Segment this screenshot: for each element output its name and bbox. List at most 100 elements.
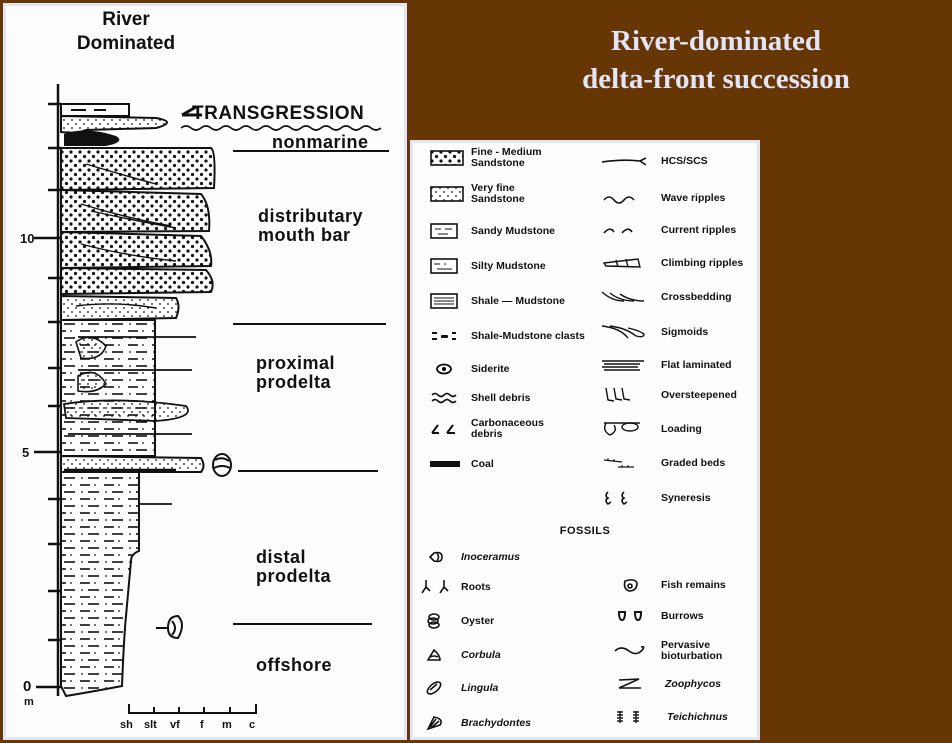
legend-sigmoids: Sigmoids [599,324,708,340]
legend-current-ripples: Current ripples [599,222,736,238]
grain-size-f: f [200,719,204,731]
syneresis-icon [599,490,647,506]
legend-label: Wave ripples [661,191,726,204]
silty-mudstone-icon [429,258,465,274]
grain-size-c: c [249,719,256,731]
legend-teichichnus: Teichichnus [609,709,728,725]
legend-sandy-mudstone: Sandy Mudstone [429,223,555,239]
legend-label: Climbing ripples [661,256,744,269]
fish-remains-icon [609,577,653,593]
legend-shell-debris: Shell debris [429,390,531,406]
legend-shale-mudstone: Shale — Mudstone [429,293,565,309]
legend-climbing-ripples: Climbing ripples [599,255,743,271]
shell-debris-icon [429,390,465,406]
legend-shale-mudstone-clasts: Shale-Mudstone clasts [429,328,585,344]
legend-label: Burrows [661,609,704,622]
coal-icon [429,456,465,472]
stratigraphic-column-panel: River Dominated [3,3,407,740]
legend-label: Crossbedding [661,290,732,303]
graded-beds-icon [599,455,647,471]
burrows-icon [609,608,653,624]
inoceramus-icon [419,549,455,565]
legend-label: bioturbation [661,650,723,662]
sandy-mudstone-icon [429,223,465,239]
legend-label: Sandstone [471,193,525,205]
column-heading-line2: Dominated [76,33,176,54]
legend-coal: Coal [429,456,494,472]
sigmoids-icon [599,324,647,340]
flat-laminated-icon [599,357,647,373]
legend-hcs-scs: HCS/SCS [599,153,708,169]
legend-label: Inoceramus [461,550,520,563]
climbing-ripples-icon [599,255,647,271]
env-distal-prodelta: distal prodelta [256,548,331,586]
legend-label: Corbula [461,648,501,661]
legend-label: Shale-Mudstone clasts [471,329,585,342]
loading-icon [599,421,647,437]
legend-label: Brachydontes [461,716,532,729]
legend-label: Zoophycos [665,677,722,690]
depth-tick-0: 0 [23,678,32,695]
depth-tick-5: 5 [22,445,30,460]
legend-fish-remains: Fish remains [609,577,726,593]
grain-size-slt: slt [144,719,157,731]
crossbedding-icon [599,289,647,305]
legend-corbula: Corbula [419,647,501,663]
legend-label: Shell debris [471,391,531,404]
zoophycos-icon [609,676,653,692]
slide-title: River-dominated delta-front succession [456,22,952,98]
legend-oversteepened: Oversteepened [599,387,737,403]
depth-tick-10: 10 [20,231,35,246]
legend-syneresis: Syneresis [599,490,711,506]
legend-label: Current ripples [661,223,737,236]
shale-mudstone-clasts-icon [429,328,465,344]
column-heading: River Dominated [56,8,196,56]
legend-label: Loading [661,422,702,435]
column-heading-line1: River [102,9,150,30]
env-label-line2: prodelta [256,372,332,392]
legend-roots: Roots [419,579,491,595]
env-label-line2: mouth bar [258,225,351,245]
legend-label: Sigmoids [661,325,709,338]
very-fine-sandstone-icon [429,186,465,202]
fossils-heading: FOSSILS [559,525,611,537]
legend-lingula: Lingula [419,680,498,696]
env-proximal-prodelta: proximal prodelta [256,354,335,392]
legend-label: debris [471,428,503,440]
legend-burrows: Burrows [609,608,704,624]
legend-oyster: Oyster [419,613,494,629]
siderite-icon [429,361,465,377]
legend-label: Fish remains [661,578,726,591]
legend-label: Fine - Medium [471,146,542,158]
legend-label: HCS/SCS [661,154,708,167]
legend-wave-ripples: Wave ripples [599,190,725,206]
depth-unit: m [24,696,34,708]
legend-label: Sandy Mudstone [471,224,556,237]
legend-label: Shale — Mudstone [471,294,565,307]
brachydontes-icon [419,715,455,731]
transgression-label: TRANSGRESSION [192,103,365,124]
oversteepened-icon [599,387,647,403]
grain-size-m: m [222,719,232,731]
stratigraphic-column-drawing [34,84,389,714]
slide-title-line2: delta-front succession [582,63,850,95]
legend-label: Silty Mudstone [471,259,546,272]
legend-loading: Loading [599,421,702,437]
legend-label: Flat laminated [661,358,732,371]
env-label-line2: prodelta [256,566,332,586]
hcs-scs-icon [599,153,647,169]
legend-label: Very fine [471,182,515,194]
env-distributary-mouth-bar: distributary mouth bar [258,207,363,245]
legend-zoophycos: Zoophycos [609,676,721,692]
teichichnus-icon [609,709,653,725]
current-ripples-icon [599,222,647,238]
env-label-line1: distributary [258,206,364,226]
env-offshore: offshore [256,655,332,675]
legend-label: Pervasive [661,639,711,651]
wave-ripples-icon [599,190,647,206]
grain-size-vf: vf [170,719,180,731]
fine-medium-sandstone-icon [429,150,465,166]
